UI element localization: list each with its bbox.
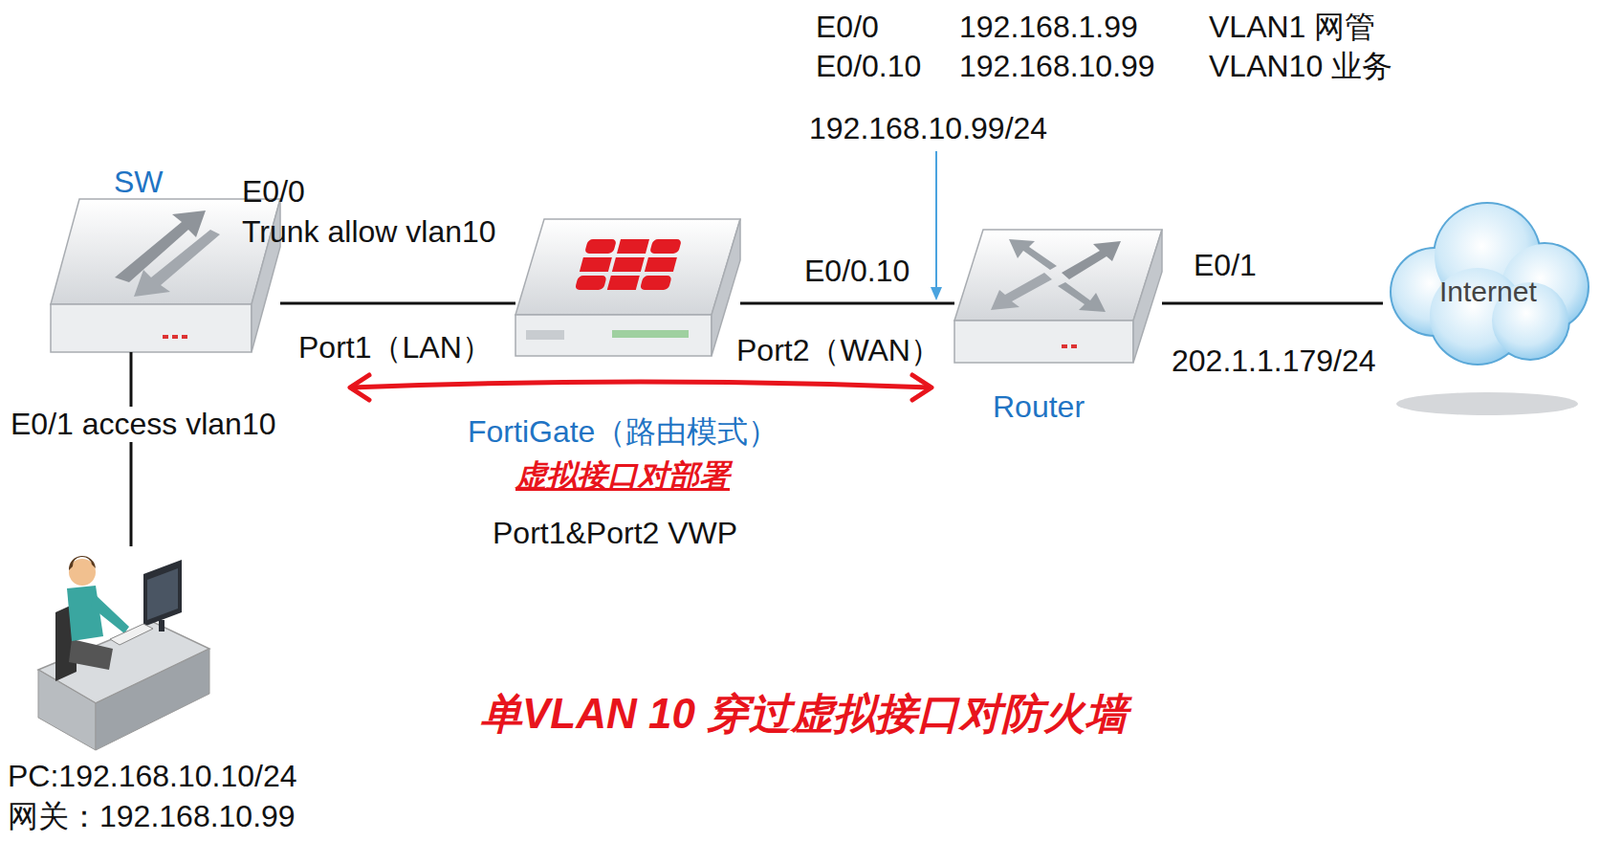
port-label: E0/0 (241, 174, 306, 210)
port-label: Port2（WAN） (736, 332, 942, 369)
pc-user-icon (38, 555, 210, 750)
pointer-arrow (930, 151, 943, 301)
port-label: VLAN1 网管 (1208, 9, 1376, 45)
port-label: E0/1 access vlan10 (8, 406, 279, 442)
port-label: E0/0.10 (804, 253, 910, 289)
port-label: 192.168.10.99/24 (809, 110, 1048, 147)
node-label: SW (113, 164, 164, 200)
port-label: 虚拟接口对部署 (515, 458, 730, 494)
router-node: Router (954, 229, 1162, 363)
port-label: 192.168.1.99 (959, 9, 1139, 45)
firewall-icon (515, 219, 741, 356)
cloud-node: Internet (1382, 198, 1593, 418)
port-label: 192.168.10.99 (959, 48, 1156, 85)
router-icon (954, 229, 1162, 363)
link-line (280, 302, 516, 306)
node-label: Router (992, 389, 1085, 425)
port-label: E0/0 (815, 9, 879, 45)
vwp-double-arrow (350, 374, 932, 400)
port-label: Port1&Port2 VWP (492, 515, 738, 551)
port-label: Trunk allow vlan10 (241, 214, 497, 250)
port-label: E0/1 (1193, 247, 1257, 284)
node-label: Internet (1439, 275, 1537, 309)
link-line (130, 351, 133, 547)
pc-node: PC:192.168.10.10/24网关：192.168.10.99 (35, 546, 210, 750)
caption-text: 单VLAN 10 穿过虚拟接口对防火墙 (480, 689, 1128, 739)
port-label: E0/0.10 (815, 48, 921, 85)
link-line (740, 302, 955, 306)
node-label: FortiGate（路由模式） (467, 414, 779, 450)
cloud-icon (1389, 201, 1590, 416)
port-label: VLAN10 业务 (1208, 48, 1393, 85)
firewall-node: FortiGate（路由模式） (515, 219, 741, 356)
node-label: 网关：192.168.10.99 (7, 798, 296, 834)
node-label: PC:192.168.10.10/24 (7, 758, 297, 794)
link-line (1161, 302, 1383, 306)
port-label: 202.1.1.179/24 (1171, 343, 1377, 379)
port-label: Port1（LAN） (298, 329, 493, 366)
